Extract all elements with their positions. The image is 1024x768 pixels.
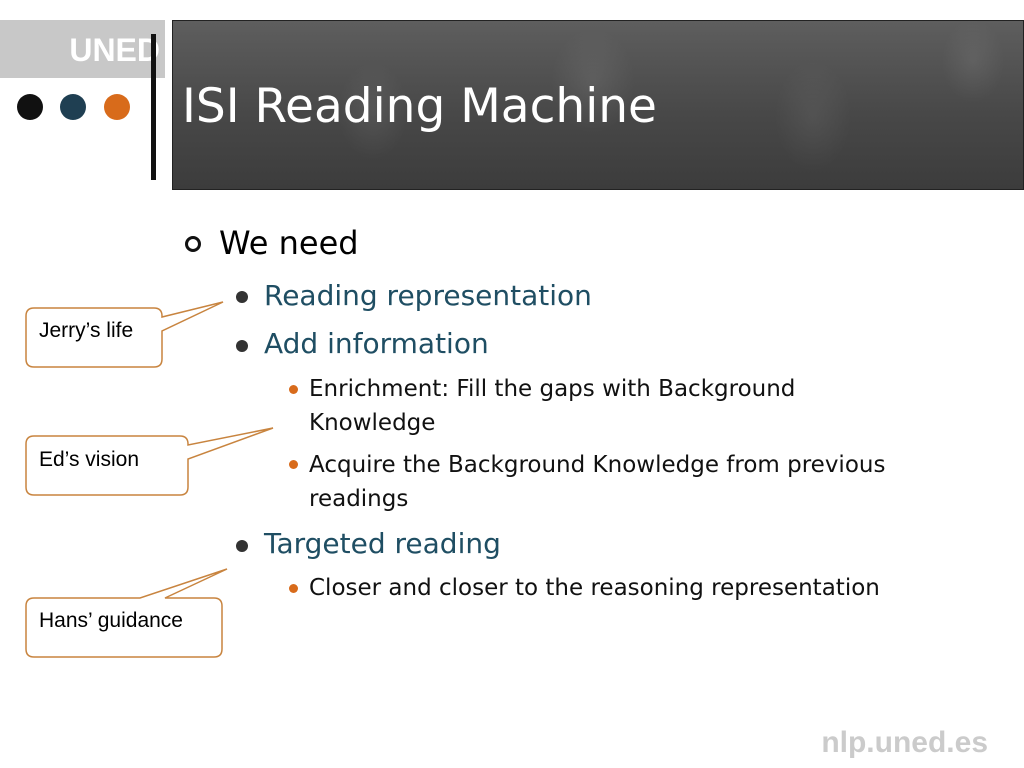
callout-jerry: Jerry’s life — [39, 319, 134, 342]
uned-logo: UNED — [69, 32, 160, 68]
bullet-we-need: We need — [219, 224, 359, 262]
bullet-icon — [236, 291, 248, 303]
sub-bullet-icon — [289, 385, 298, 394]
sub-bullet-closer: Closer and closer to the reasoning repre… — [309, 575, 880, 601]
callout-ed: Ed’s vision — [39, 448, 139, 471]
sub-bullet-icon — [289, 460, 298, 469]
vertical-divider — [151, 34, 156, 180]
navy-dot — [60, 94, 86, 120]
hollow-bullet-icon — [185, 236, 201, 252]
orange-dot — [104, 94, 130, 120]
black-dot — [17, 94, 43, 120]
bullet-reading-representation: Reading representation — [264, 279, 592, 312]
bullet-icon — [236, 540, 248, 552]
callout-hans: Hans’ guidance — [39, 609, 183, 632]
bullet-targeted-reading: Targeted reading — [264, 527, 501, 560]
slide-title: ISI Reading Machine — [182, 79, 657, 134]
sub-bullet-acquire: Acquire the Background Knowledge from pr… — [309, 452, 886, 512]
logo-background — [0, 20, 165, 78]
sub-bullet-icon — [289, 584, 298, 593]
bullet-add-information: Add information — [264, 327, 489, 360]
sub-bullet-enrichment: Enrichment: Fill the gaps with Backgroun… — [309, 376, 796, 436]
footer-site: nlp.uned.es — [821, 726, 988, 759]
title-banner — [172, 20, 1024, 190]
bullet-icon — [236, 340, 248, 352]
